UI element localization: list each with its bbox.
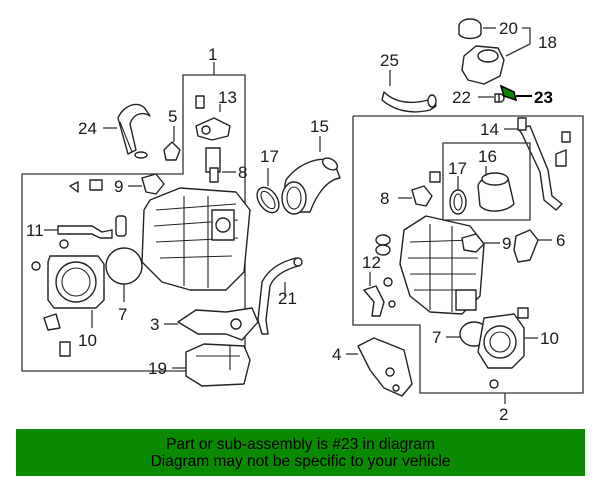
callout-9-right: 9 — [502, 234, 511, 253]
air-duct-16 — [477, 172, 515, 212]
callout-3: 3 — [150, 315, 159, 334]
cover-19 — [185, 343, 251, 387]
callout-16: 16 — [478, 147, 497, 166]
highlighted-part-23 — [499, 84, 518, 102]
bracket-4 — [357, 337, 413, 397]
callout-10-right: 10 — [540, 329, 559, 348]
bracket-5 — [163, 141, 181, 161]
callout-15: 15 — [310, 117, 329, 136]
parts-diagram: 1 2 24 5 13 8 9 11 — [21, 18, 584, 424]
sensor-8-right — [411, 171, 441, 207]
callout-2: 2 — [499, 405, 508, 424]
callout-4: 4 — [332, 345, 341, 364]
callout-17-left: 17 — [260, 147, 279, 166]
bracket-6 — [513, 229, 539, 263]
callout-17-right: 17 — [448, 159, 467, 178]
pipe-12 — [363, 277, 396, 317]
callout-18: 18 — [538, 33, 557, 52]
callout-8-right: 8 — [380, 189, 389, 208]
info-banner: Part or sub-assembly is #23 in diagram D… — [16, 429, 585, 476]
throttle-body-10-left — [43, 255, 105, 357]
assembly-16-frame — [442, 142, 531, 221]
banner-line-1: Part or sub-assembly is #23 in diagram — [166, 435, 435, 453]
pipe-14 — [517, 117, 571, 211]
reservoir-18 — [461, 45, 505, 85]
callout-13: 13 — [218, 88, 237, 107]
callout-23: 23 — [534, 88, 553, 107]
callout-10-left: 10 — [78, 331, 97, 350]
tube-21 — [257, 257, 303, 335]
sensor-9-left — [69, 173, 165, 195]
fitting-12-top — [375, 234, 391, 256]
clamp-17-right — [449, 189, 467, 215]
intake-manifold-1 — [141, 187, 251, 291]
callout-24: 24 — [78, 119, 97, 138]
hose-24 — [117, 103, 151, 159]
air-duct-15 — [281, 157, 341, 215]
callout-7-left: 7 — [118, 305, 127, 324]
gasket-7-left — [105, 247, 143, 285]
callout-5: 5 — [168, 107, 177, 126]
callout-6: 6 — [556, 231, 565, 250]
intake-manifold-2 — [399, 215, 485, 315]
callout-21: 21 — [278, 289, 297, 308]
callout-19: 19 — [148, 359, 167, 378]
callout-9-left: 9 — [114, 177, 123, 196]
callout-25: 25 — [380, 51, 399, 70]
banner-line-2: Diagram may not be specific to your vehi… — [150, 452, 451, 470]
sensor-8-left — [205, 147, 221, 183]
sensor-9-right — [461, 233, 485, 253]
callout-8-left: 8 — [238, 163, 247, 182]
pipe-11 — [31, 215, 127, 271]
cap-20 — [458, 18, 482, 40]
assembly-2-frame — [352, 115, 584, 394]
callout-7-right: 7 — [432, 328, 441, 347]
hose-25 — [381, 91, 437, 113]
callout-22: 22 — [452, 88, 471, 107]
bracket-3 — [177, 307, 259, 341]
callout-12: 12 — [362, 253, 381, 272]
callout-14: 14 — [480, 120, 499, 139]
throttle-body-10-right — [477, 307, 529, 389]
callout-11: 11 — [26, 221, 44, 240]
callout-20: 20 — [499, 19, 518, 38]
fitting-13 — [195, 95, 231, 141]
fitting-22 — [494, 93, 505, 103]
callout-1: 1 — [208, 45, 217, 64]
clamp-17-left — [256, 186, 280, 214]
